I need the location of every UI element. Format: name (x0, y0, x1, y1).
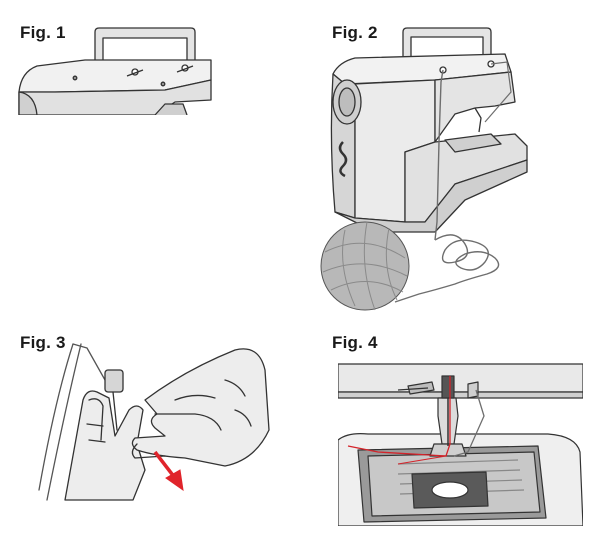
fig-1-label: Fig. 1 (20, 23, 66, 42)
pull-direction-arrow (153, 450, 184, 492)
fig-3-illustration (25, 340, 290, 505)
fig-4-illustration (338, 356, 583, 526)
fig-2-label: Fig. 2 (332, 23, 378, 42)
fig-1-illustration (15, 20, 215, 115)
fig-2-illustration (315, 22, 570, 317)
fig-4-label: Fig. 4 (332, 333, 378, 352)
thread-ball (320, 221, 410, 311)
fig-3-label: Fig. 3 (20, 333, 66, 352)
